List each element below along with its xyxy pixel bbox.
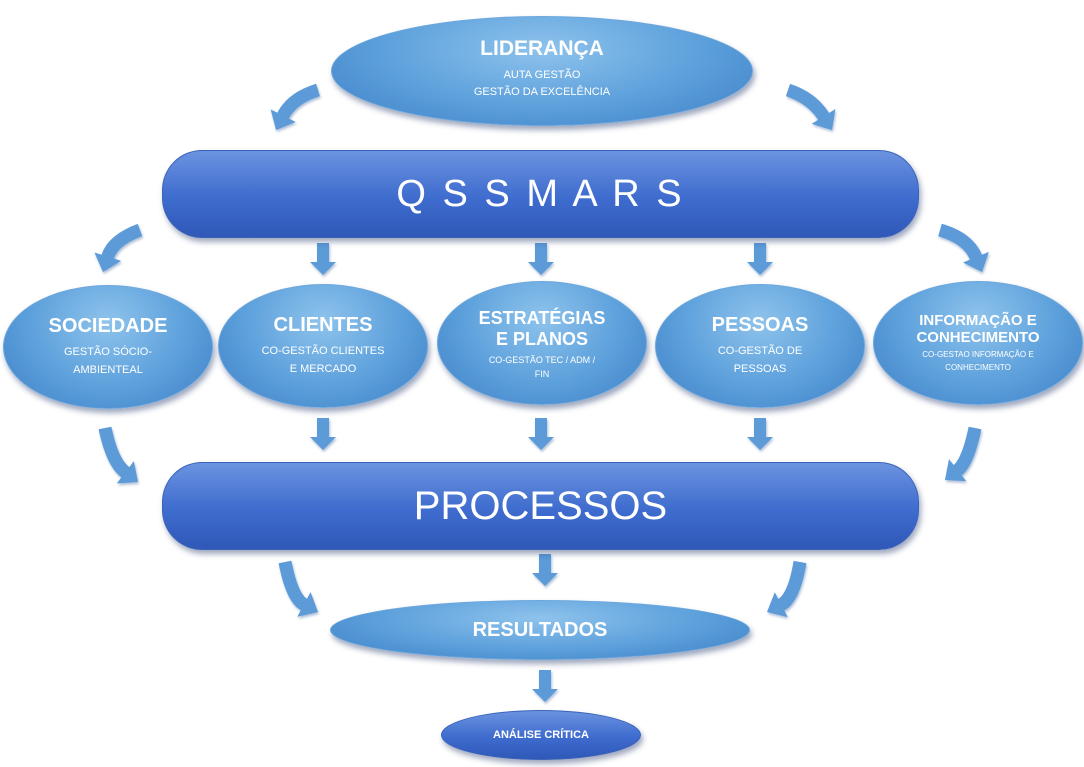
clientes-node: CLIENTES CO-GESTÃO CLIENTES E MERCADO [218, 284, 428, 408]
estrategias-line1: CO-GESTÃO TEC / ADM / [488, 355, 596, 366]
processos-bar: PROCESSOS [162, 462, 919, 550]
resultados-title: RESULTADOS [472, 618, 608, 641]
pessoas-node: PESSOAS CO-GESTÃO DE PESSOAS [655, 284, 865, 408]
estrategias-title-1: ESTRATÉGIAS [478, 308, 606, 328]
clientes-line1: CO-GESTÃO CLIENTES [261, 345, 385, 358]
estrategias-title-2: E PLANOS [495, 328, 588, 349]
arrow-processos-resultados-center [532, 554, 558, 586]
arrow-sociedade-processos [98, 426, 138, 484]
arrow-estrategias-processos [528, 418, 554, 450]
analise-critica-title: ANÁLISE CRÍTICA [493, 728, 589, 741]
arrow-to-sociedade [94, 223, 143, 272]
clientes-line2: E MERCADO [289, 362, 357, 375]
qssmars-title: Q S S M A R S [396, 172, 685, 215]
arrow-pessoas-processos [747, 418, 773, 450]
clientes-title: CLIENTES [273, 314, 373, 337]
arrow-informacao-processos [945, 426, 982, 482]
informacao-title-2: CONHECIMENTO [916, 329, 1040, 347]
pessoas-line2: PESSOAS [733, 362, 787, 375]
arrow-to-pessoas [747, 243, 773, 275]
arrow-to-estrategias [528, 243, 554, 275]
resultados-node: RESULTADOS [330, 600, 750, 660]
estrategias-line2: FIN [534, 369, 550, 380]
sociedade-line2: AMBIENTEAL [73, 363, 143, 376]
lideranca-line2: GESTÃO DA EXCELÊNCIA [473, 86, 611, 99]
pessoas-line1: CO-GESTÃO DE [717, 345, 803, 358]
informacao-line1: CO-GESTAO INFORMAÇÃO E [922, 350, 1034, 360]
sociedade-node: SOCIEDADE GESTÃO SÓCIO- AMBIENTEAL [3, 285, 213, 409]
arrow-processos-resultados-right [767, 560, 807, 618]
lideranca-line1: AUTA GESTÃO [503, 69, 581, 82]
arrow-to-clientes [310, 243, 336, 275]
informacao-node: INFORMAÇÃO E CONHECIMENTO CO-GESTAO INFO… [873, 281, 1083, 405]
arrow-lideranca-left [270, 83, 320, 130]
pessoas-title: PESSOAS [711, 314, 809, 337]
qssmars-bar: Q S S M A R S [162, 150, 919, 238]
arrow-resultados-analise [532, 670, 558, 702]
arrow-lideranca-right [785, 83, 836, 130]
sociedade-line1: GESTÃO SÓCIO- [63, 346, 152, 359]
estrategias-node: ESTRATÉGIAS E PLANOS CO-GESTÃO TEC / ADM… [437, 281, 647, 405]
lideranca-title: LIDERANÇA [480, 36, 604, 60]
arrow-clientes-processos [310, 418, 336, 450]
processos-title: PROCESSOS [413, 483, 668, 528]
arrow-to-informacao [938, 223, 989, 272]
lideranca-node: LIDERANÇA AUTA GESTÃO GESTÃO DA EXCELÊNC… [331, 16, 753, 126]
analise-critica-node: ANÁLISE CRÍTICA [441, 710, 641, 760]
sociedade-title: SOCIEDADE [48, 315, 168, 338]
informacao-line2: CONHECIMENTO [945, 362, 1011, 372]
arrow-processos-resultados-left [278, 560, 318, 617]
informacao-title-1: INFORMAÇÃO E [919, 311, 1037, 329]
